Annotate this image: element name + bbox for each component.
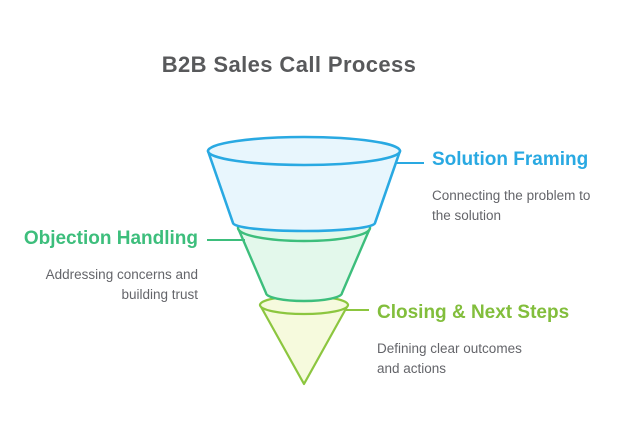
stage-label-solution-framing: Solution Framing <box>432 149 589 170</box>
funnel-top-body <box>206 149 402 233</box>
description-line: Addressing concerns and <box>45 267 198 282</box>
funnel-stage-closing-next-steps <box>258 294 350 386</box>
callout-objection-handling: Objection Handling Addressing concerns a… <box>16 229 198 305</box>
callout-solution-framing: Solution Framing Connecting the problem … <box>432 150 622 226</box>
funnel-middle-body <box>236 226 372 303</box>
description-line: Defining clear outcomes <box>377 341 522 356</box>
description-line: and actions <box>377 361 447 376</box>
description-line: Connecting the problem to <box>432 188 591 203</box>
funnel-stage-solution-framing <box>206 135 402 233</box>
stage-description-solution-framing: Connecting the problem to the solution <box>432 186 622 226</box>
description-line: building trust <box>121 287 198 302</box>
stage-description-objection-handling: Addressing concerns and building trust <box>16 265 198 305</box>
stage-description-closing-next-steps: Defining clear outcomes and actions <box>377 339 567 379</box>
diagram-title: B2B Sales Call Process <box>161 52 417 77</box>
stage-label-objection-handling: Objection Handling <box>23 228 198 249</box>
callout-closing-next-steps: Closing & Next Steps Defining clear outc… <box>377 302 570 379</box>
stage-label-closing-next-steps: Closing & Next Steps <box>377 302 570 323</box>
funnel-top-ellipse <box>206 135 402 167</box>
funnel-cone-body <box>258 303 350 386</box>
description-line: the solution <box>432 208 502 223</box>
